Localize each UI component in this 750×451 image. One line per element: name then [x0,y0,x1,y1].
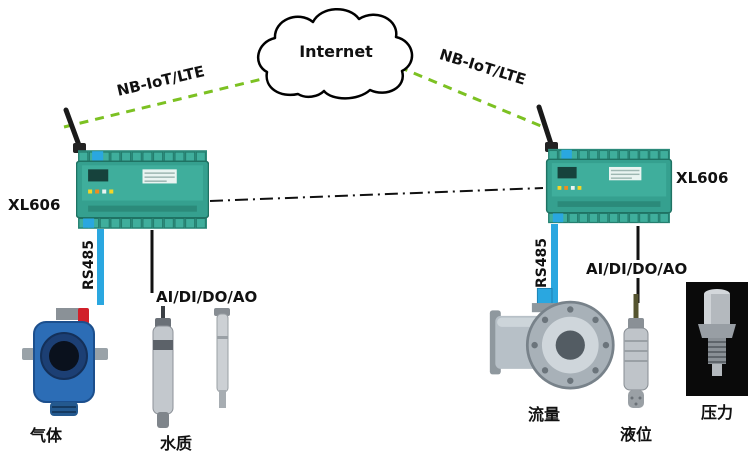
nbiot-link-right-line [398,65,542,128]
water-quality-probes-icon [138,306,248,432]
io-label-right: AI/DI/DO/AO [584,260,690,278]
gateway-device-right [544,146,674,226]
pressure-label: 压力 [701,403,734,422]
internet-label: Internet [299,42,373,61]
nbiot-link-left-line [63,71,288,129]
io-label-left: AI/DI/DO/AO [156,288,258,306]
pressure-sensor-icon [686,282,748,396]
flow-label: 流量 [528,405,561,424]
level-sensor-icon [612,294,660,418]
device-model-label-left: XL606 [8,196,61,214]
water-quality-label: 水质 [160,434,193,451]
device-model-label-right: XL606 [676,169,729,187]
gas-label: 气体 [30,426,63,445]
device-to-device-link-line [209,187,544,202]
rs485-bus-right [551,224,558,308]
gas-detector-icon [18,308,113,420]
internet-cloud-icon: Internet [256,8,414,100]
gateway-device-left [76,147,209,232]
rs485-label-right: RS485 [534,237,550,289]
flow-meter-icon [488,286,616,396]
level-label: 液位 [620,425,653,444]
rs485-bus-left [97,229,104,305]
rs485-label-left: RS485 [81,239,97,291]
